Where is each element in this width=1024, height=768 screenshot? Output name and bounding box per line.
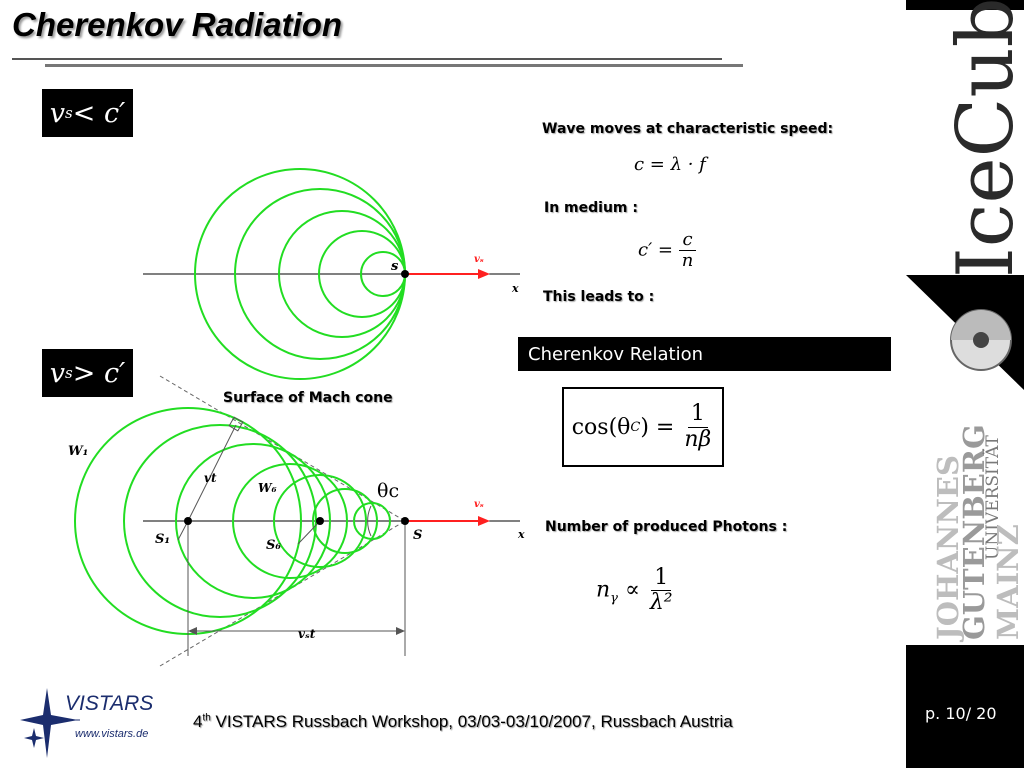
wavefront-circle	[273, 474, 367, 568]
wavefront-circle	[353, 502, 391, 540]
wave-formula: c = λ · f	[634, 154, 706, 175]
condition-sub: s	[65, 364, 73, 382]
label-s1: S₁	[155, 532, 170, 547]
vistars-url: www.vistars.de	[75, 728, 149, 740]
source-point-s1	[184, 517, 192, 525]
velocity-label-top: vₛ	[474, 254, 484, 265]
medium-lhs: c′ =	[638, 239, 673, 261]
s6-leader	[297, 520, 321, 545]
velocity-arrowhead-top	[478, 269, 490, 279]
footer-superscript: th	[202, 712, 211, 724]
wavefront-circle	[312, 488, 378, 554]
university-line-johannes: JOHANNES	[931, 455, 965, 643]
university-line-gutenberg: GUTENBERG	[957, 424, 991, 640]
condition-v: v	[49, 357, 66, 389]
vistars-logo-text: VISTARS	[65, 692, 154, 715]
university-panel	[906, 425, 1024, 645]
label-s6: S₆	[266, 538, 281, 553]
cos-numerator: 1	[687, 402, 708, 428]
cos-lhs: cos(θ	[571, 414, 631, 440]
wavefront-circle	[175, 443, 331, 599]
medium-denominator: n	[681, 249, 694, 271]
label-w6: W₆	[258, 481, 277, 495]
branding-sidebar: IceCube JOHANNES GUTENBERG UNIVERSITÄT M…	[906, 0, 1024, 768]
photons-label: Number of produced Photons :	[545, 519, 788, 535]
photon-lhs: n	[596, 577, 611, 603]
star-small	[24, 728, 44, 748]
vistars-star-icon	[20, 688, 80, 758]
condition-rest: > c′	[72, 357, 126, 389]
condition-v: v	[49, 97, 66, 129]
cos-sub: C	[630, 419, 641, 435]
label-vt: vt	[204, 471, 217, 485]
condition-sub: s	[65, 104, 73, 122]
university-line-mainz: MAINZ	[991, 524, 1024, 640]
star-large	[20, 688, 78, 758]
title-underline	[12, 58, 722, 60]
label-w1: W₁	[68, 444, 88, 459]
icecube-globe-core	[973, 332, 989, 348]
x-label-bottom: x	[517, 528, 525, 541]
photon-prop: ∝	[617, 577, 647, 603]
photon-sub: γ	[610, 591, 618, 607]
footer-number: 4	[193, 712, 203, 731]
theta-angle-arc	[367, 505, 372, 537]
icecube-globe-half	[951, 310, 1011, 340]
title-underline-shadow	[45, 64, 743, 67]
photon-numerator: 1	[651, 565, 672, 592]
label-vst: vₛt	[298, 627, 316, 641]
cos-denominator: nβ	[684, 426, 712, 452]
vt-radius-line	[187, 424, 237, 522]
vst-arrow-right	[396, 627, 405, 635]
x-label-top: x	[511, 282, 519, 295]
mach-cone-label: Surface of Mach cone	[223, 390, 393, 406]
label-s: S	[413, 528, 422, 543]
slide-title: Cherenkov Radiation	[12, 6, 343, 43]
wavefront-diagrams: s vₛ x W₁ W₆ vt S₁ S₆ S vₛ x	[68, 168, 525, 667]
wave-speed-label: Wave moves at characteristic speed:	[542, 121, 834, 137]
source-point-s	[401, 517, 409, 525]
icecube-logo-text: IceCube	[941, 0, 1024, 278]
page-number: p. 10/ 20	[925, 704, 997, 723]
icecube-panel	[906, 10, 1024, 275]
university-logo: JOHANNES GUTENBERG UNIVERSITÄT MAINZ	[931, 424, 1024, 643]
wavefront-circle	[232, 463, 348, 579]
condition-rest: < c′	[72, 97, 126, 129]
right-angle-marker	[228, 416, 244, 432]
footer-text: VISTARS Russbach Workshop, 03/03-03/10/2…	[210, 712, 733, 731]
cherenkov-relation-title: Cherenkov Relation	[518, 337, 891, 371]
source-point-top	[401, 270, 409, 278]
diagram-superluminal: W₁ W₆ vt S₁ S₆ S vₛ x vₛt θc	[68, 375, 525, 667]
medium-numerator: c	[679, 230, 696, 251]
university-line-universitat: UNIVERSITÄT	[982, 434, 1003, 560]
medium-label: In medium :	[544, 200, 638, 216]
photon-denominator: λ²	[649, 590, 673, 616]
leads-to-label: This leads to :	[543, 289, 655, 305]
vst-arrow-left	[188, 627, 197, 635]
footer-workshop: 4th VISTARS Russbach Workshop, 03/03-03/…	[193, 712, 733, 732]
source-label-top: s	[391, 259, 399, 274]
velocity-label-bottom: vₛ	[474, 499, 484, 510]
diagram-subluminal: s vₛ x	[143, 168, 520, 380]
source-point-s6	[316, 517, 324, 525]
cos-rhs: ) =	[640, 414, 675, 440]
velocity-arrowhead-bottom	[478, 516, 490, 526]
label-theta-c: θc	[377, 480, 399, 502]
